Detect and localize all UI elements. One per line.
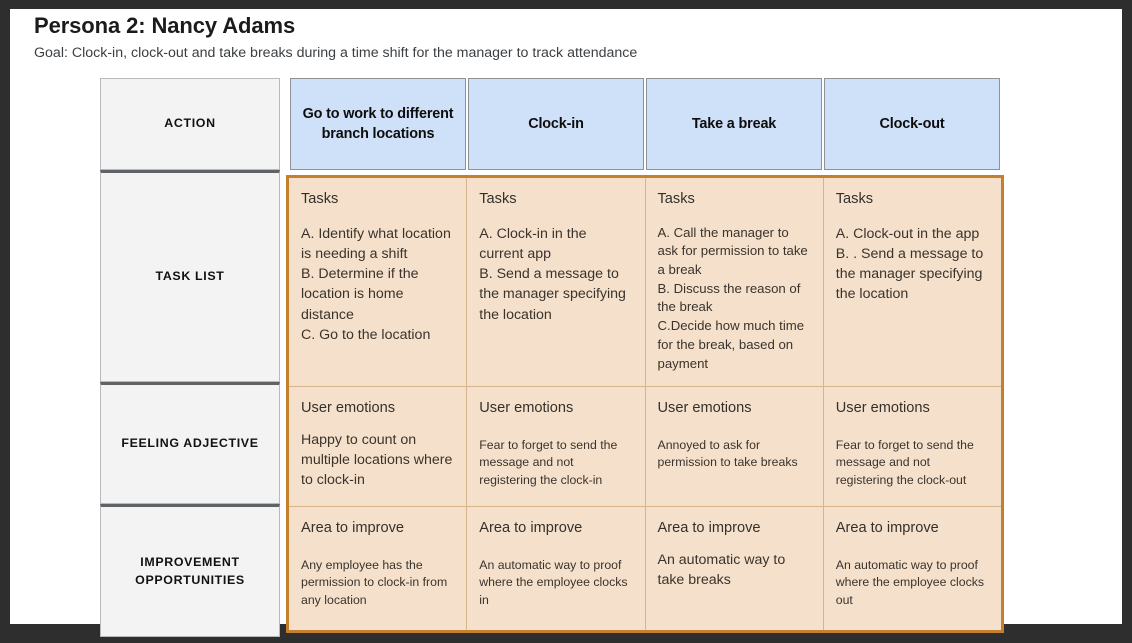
column-header-take-a-break: Take a break [646, 78, 822, 170]
column-header-go-to-work: Go to work to different branch locations [290, 78, 466, 170]
cell-body: A. Clock-out in the app B. . Send a mess… [835, 225, 984, 303]
cell-heading: User emotions [479, 400, 574, 416]
cell-heading: User emotions [835, 400, 930, 416]
cell-heading: Tasks [301, 191, 339, 207]
cell-body: An automatic way to proof where the empl… [479, 557, 628, 608]
cell-heading: Tasks [657, 191, 695, 207]
cell-task-list-clock-out: Tasks A. Clock-out in the app B. . Send … [822, 178, 1001, 386]
cell-heading: Area to improve [835, 520, 939, 536]
table-row-task-list: Tasks A. Identify what location is needi… [289, 178, 1001, 386]
column-header-label: Clock-out [879, 115, 945, 132]
cell-body: An automatic way to take breaks [657, 551, 786, 588]
cell-feeling-go-to-work: User emotions Happy to count on multiple… [289, 387, 466, 506]
cell-body: Happy to count on multiple locations whe… [301, 431, 453, 489]
row-label-task-list: TASK LIST [100, 170, 280, 382]
column-header-label: Take a break [691, 115, 777, 132]
cell-feeling-take-a-break: User emotions Annoyed to ask for permiss… [644, 387, 823, 506]
cell-heading: Area to improve [479, 520, 583, 536]
column-header-row: Go to work to different branch locations… [290, 78, 1000, 170]
cell-heading: Area to improve [657, 520, 761, 536]
cell-heading: User emotions [657, 400, 752, 416]
journey-map-matrix: ACTION TASK LIST FEELING ADJECTIVE IMPRO… [100, 78, 1004, 637]
cell-body: A. Identify what location is needing a s… [301, 225, 451, 343]
cell-heading: Tasks [835, 191, 874, 207]
cell-heading: User emotions [301, 400, 396, 416]
row-label-text: IMPROVEMENT OPPORTUNITIES [135, 554, 245, 587]
cell-body: Fear to forget to send the message and n… [479, 437, 618, 488]
corner-label: ACTION [164, 116, 216, 130]
row-label-text: TASK LIST [155, 269, 225, 283]
cell-body: A. Clock-in in the current app B. Send a… [479, 225, 626, 323]
row-label-column: ACTION TASK LIST FEELING ADJECTIVE IMPRO… [100, 78, 280, 637]
cell-task-list-go-to-work: Tasks A. Identify what location is needi… [289, 178, 466, 386]
cell-body: An automatic way to proof where the empl… [835, 557, 985, 608]
cell-feeling-clock-out: User emotions Fear to forget to send the… [822, 387, 1001, 506]
page-title: Persona 2: Nancy Adams [34, 13, 296, 38]
cell-improve-clock-in: Area to improve An automatic way to proo… [466, 507, 644, 630]
cell-body: A. Call the manager to ask for permissio… [657, 224, 808, 371]
column-header-clock-out: Clock-out [824, 78, 1000, 170]
matrix-data-panel: Tasks A. Identify what location is needi… [286, 175, 1004, 633]
slide-header: Persona 2: Nancy Adams Goal: Clock-in, c… [34, 13, 1034, 63]
row-label-text: FEELING ADJECTIVE [121, 436, 259, 450]
row-label-improvement-opportunities: IMPROVEMENT OPPORTUNITIES [100, 504, 280, 637]
cell-body: Any employee has the permission to clock… [301, 557, 448, 608]
cell-body: Annoyed to ask for permission to take br… [657, 437, 798, 470]
slide-canvas: Persona 2: Nancy Adams Goal: Clock-in, c… [10, 9, 1122, 637]
cell-task-list-take-a-break: Tasks A. Call the manager to ask for per… [644, 178, 823, 386]
cell-feeling-clock-in: User emotions Fear to forget to send the… [466, 387, 644, 506]
cell-heading: Area to improve [301, 520, 405, 536]
cell-improve-go-to-work: Area to improve Any employee has the per… [289, 507, 466, 630]
table-row-improvement-opportunities: Area to improve Any employee has the per… [289, 506, 1001, 630]
column-header-label: Go to work to different branch locations [302, 105, 454, 142]
cell-heading: Tasks [479, 191, 517, 207]
corner-cell-action: ACTION [100, 78, 280, 170]
cell-task-list-clock-in: Tasks A. Clock-in in the current app B. … [466, 178, 644, 386]
cell-improve-clock-out: Area to improve An automatic way to proo… [822, 507, 1001, 630]
cell-improve-take-a-break: Area to improve An automatic way to take… [644, 507, 823, 630]
persona-goal-text: Goal: Clock-in, clock-out and take break… [34, 45, 638, 62]
cell-body: Fear to forget to send the message and n… [835, 437, 974, 488]
table-row-feeling-adjective: User emotions Happy to count on multiple… [289, 386, 1001, 506]
column-header-clock-in: Clock-in [468, 78, 644, 170]
column-header-label: Clock-in [528, 115, 584, 132]
row-label-feeling-adjective: FEELING ADJECTIVE [100, 382, 280, 504]
